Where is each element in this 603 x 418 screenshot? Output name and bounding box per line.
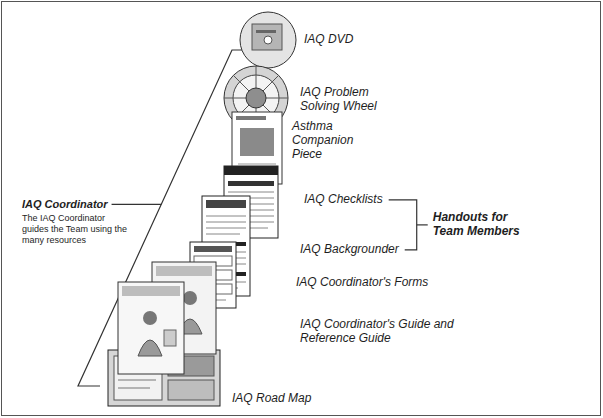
- item-label: IAQ Checklists: [304, 193, 383, 207]
- leader-line: [417, 224, 428, 225]
- item-label: Asthma Companion Piece: [292, 120, 367, 161]
- item-label: IAQ Coordinator's Forms: [296, 276, 428, 290]
- group-label: Handouts for Team Members: [433, 211, 528, 239]
- item-label: IAQ DVD: [304, 33, 353, 47]
- role-note: The IAQ Coordinator guides the Team usin…: [22, 213, 130, 245]
- leader-line: [112, 204, 162, 205]
- item-label: IAQ Coordinator's Guide and Reference Gu…: [300, 318, 458, 346]
- item-label: IAQ Backgrounder: [300, 243, 399, 257]
- item-label: IAQ Road Map: [232, 392, 311, 406]
- dvd-disc: [240, 12, 296, 68]
- role-label: IAQ Coordinator: [22, 198, 108, 211]
- coordinator-guide-booklet: [118, 282, 184, 374]
- item-label: IAQ Problem Solving Wheel: [300, 86, 385, 114]
